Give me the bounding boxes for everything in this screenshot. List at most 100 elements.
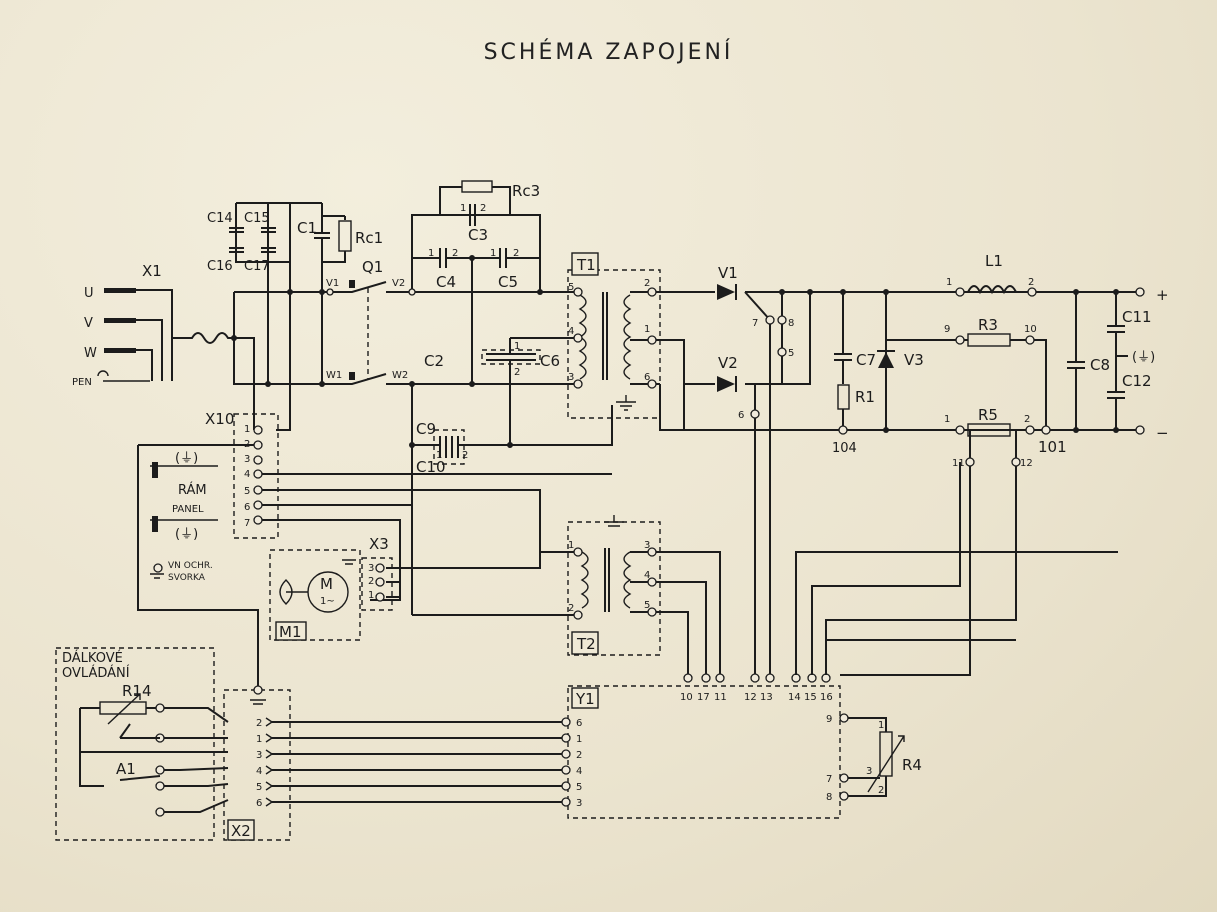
switch-q1: Q1 V1 V2 W1 W2 [326, 258, 412, 385]
t1-pri-pin-3: 3 [568, 372, 574, 383]
c2-pin1: 1 [514, 341, 520, 352]
x10-label: X10 [205, 410, 234, 428]
y1-pin-6: 6 [576, 718, 582, 729]
w2-terminal-label: W2 [392, 370, 408, 381]
m1-label: M1 [279, 623, 302, 641]
vn-label: VN OCHR. [168, 561, 213, 571]
c10-label: C10 [416, 458, 446, 476]
x2-pin-1: 1 [256, 734, 262, 745]
c5-pin1: 1 [490, 248, 496, 259]
y1-pin-15: 15 [804, 692, 817, 703]
ground-paren-2: (⏚) [175, 527, 198, 542]
x2-pin-4: 4 [256, 766, 262, 777]
t1-label: T1 [576, 256, 596, 274]
c9-label: C9 [416, 420, 436, 438]
y1-pin-2: 2 [576, 750, 582, 761]
rectifier: V1 V2 7 8 5 6 [659, 264, 1140, 675]
c1-label: C1 [297, 219, 317, 237]
c6-label: C6 [540, 352, 560, 370]
c3-label: C3 [468, 226, 488, 244]
c15-label: C15 [244, 211, 270, 226]
t1-sec-pin-6: 6 [644, 372, 650, 383]
c4-pin1: 1 [428, 248, 434, 259]
x10-pin-4: 4 [244, 469, 250, 480]
output-filter: L1 1 2 R3 9 10 R5 1 2 11 12 101 C8 C11 C… [825, 252, 1169, 676]
y1-pin-13: 13 [760, 692, 773, 703]
q1-label: Q1 [362, 258, 383, 276]
t2-pri-pin-2: 2 [568, 603, 574, 614]
v2-terminal-label: V2 [392, 278, 405, 289]
t2-label: T2 [576, 635, 596, 653]
svorka-label: SVORKA [168, 573, 206, 583]
y1-pin-9: 9 [826, 714, 832, 725]
primary-capacitors: Rc3 1 2 C3 1 2 1 2 C4 C5 [409, 180, 565, 387]
node-101-label: 101 [1038, 438, 1067, 456]
t2-pri-pin-1: 1 [568, 540, 574, 551]
pin-5: 5 [788, 348, 794, 359]
t1-sec-pin-2: 2 [644, 278, 650, 289]
c7-label: C7 [856, 351, 876, 369]
y1-pin-3: 3 [576, 798, 582, 809]
x2-pin-3: 3 [256, 750, 262, 761]
v1-diode-label: V1 [718, 264, 738, 282]
y1-pin-17: 17 [697, 692, 710, 703]
ram-label: RÁM [178, 482, 207, 498]
t2-sec-pin-4: 4 [644, 570, 650, 581]
motor-m-label: M [320, 575, 333, 593]
r3-pin-10: 10 [1024, 324, 1037, 335]
w-label: W [84, 346, 97, 361]
c3-pin2: 2 [480, 203, 486, 214]
pin-8: 8 [788, 318, 794, 329]
v1-terminal-label: V1 [326, 278, 339, 289]
r5-label: R5 [978, 406, 998, 424]
c5-label: C5 [498, 273, 518, 291]
y1-pin-7: 7 [826, 774, 832, 785]
r5-pin-11: 11 [952, 458, 965, 469]
c4-label: C4 [436, 273, 456, 291]
v2-diode-label: V2 [718, 354, 738, 372]
rc3-label: Rc3 [512, 182, 540, 200]
r4-pin-3: 3 [866, 766, 872, 777]
ovladani-label: OVLÁDÁNÍ [62, 665, 130, 681]
c14-label: C14 [207, 211, 233, 226]
t2-sec-pin-3: 3 [644, 540, 650, 551]
y1-pin-4: 4 [576, 766, 582, 777]
v3-label: V3 [904, 351, 924, 369]
c8-label: C8 [1090, 356, 1110, 374]
y1-pin-16: 16 [820, 692, 833, 703]
y1-pin-11: 11 [714, 692, 727, 703]
u-label: U [84, 286, 94, 301]
x3-label: X3 [369, 535, 389, 553]
w1-terminal-label: W1 [326, 370, 342, 381]
c16-label: C16 [207, 259, 233, 274]
pen-label: PEN [72, 377, 92, 388]
r5-pin-12: 12 [1020, 458, 1033, 469]
a1-label: A1 [116, 760, 136, 778]
y1-pin-8: 8 [826, 792, 832, 803]
t1-pri-pin-5: 5 [568, 282, 574, 293]
x3-pin-2: 2 [368, 576, 374, 587]
c5-pin2: 2 [513, 248, 519, 259]
potentiometer-r4: R4 1 2 3 [848, 717, 922, 797]
terminal-block-x10: X10 1 2 3 4 5 6 7 (⏚) RÁM PANEL (⏚) VN O… [137, 410, 612, 690]
c3-pin1: 1 [460, 203, 466, 214]
connector-x2: X2 2 1 3 4 5 6 [223, 689, 566, 841]
pin-6: 6 [738, 410, 744, 421]
transformer-t2: T2 1 2 3 4 5 [412, 515, 721, 675]
dalkove-label: DÁLKOVÉ [62, 650, 123, 666]
r1-label: R1 [855, 388, 875, 406]
r3-label: R3 [978, 316, 998, 334]
y1-label: Y1 [575, 690, 595, 708]
c4-pin2: 2 [452, 248, 458, 259]
c11-label: C11 [1122, 308, 1152, 326]
c7-r1-v3: C7 R1 V3 104 [832, 289, 924, 456]
x10-pin-6: 6 [244, 502, 250, 513]
c12-label: C12 [1122, 372, 1152, 390]
r4-pin-2: 2 [878, 785, 884, 796]
c2-pin2: 2 [514, 367, 520, 378]
x10-pin-7: 7 [244, 518, 250, 529]
connector-y1: Y1 6 1 2 4 5 3 10 17 11 12 13 14 15 16 9… [567, 462, 1118, 819]
r14-label: R14 [122, 682, 152, 700]
